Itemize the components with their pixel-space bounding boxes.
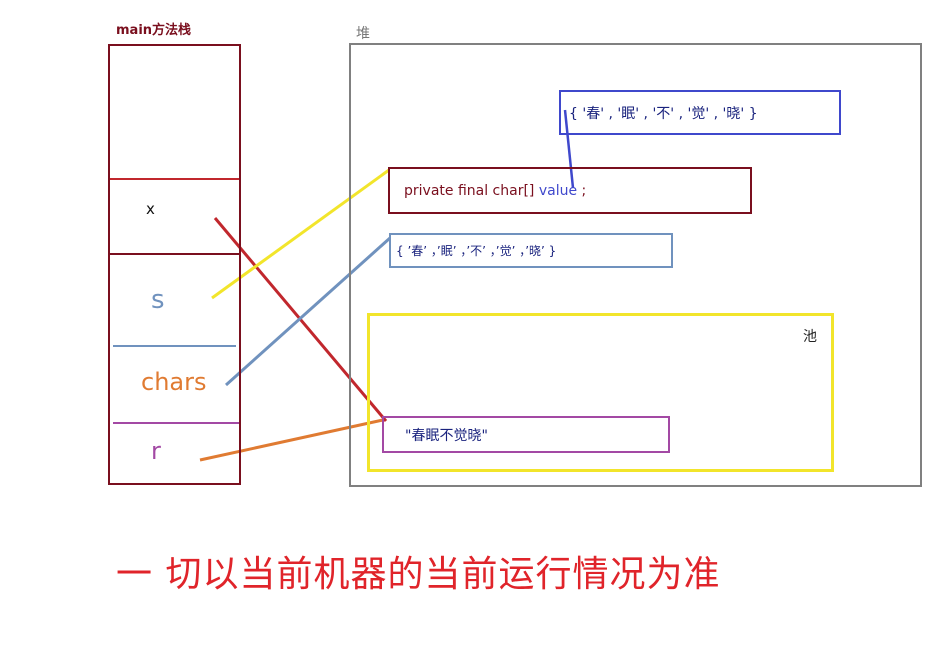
field-declaration-text: private final char[] <box>404 182 539 199</box>
stack-title: main方法栈 <box>116 23 192 38</box>
stack-var-s: s <box>151 285 165 315</box>
chars-array-text: { ’春’ ，’眠’ ，’不’ ，’觉’ ，’晓’ } <box>396 244 557 258</box>
chars-array-box: { ’春’ ，’眠’ ，’不’ ，’觉’ ，’晓’ } <box>389 233 673 268</box>
heap-title: 堆 <box>356 26 370 42</box>
value-char-array-box: { '春' , '眠' , '不' , '觉' , '晓' } <box>559 90 841 135</box>
string-literal-text: "春眠不觉晓" <box>405 427 488 444</box>
stack-var-x: x <box>146 200 155 218</box>
string-field-box: private final char[] value ; <box>388 167 752 214</box>
stack-var-chars: chars <box>141 368 207 396</box>
pool-title: 池 <box>803 329 817 345</box>
field-semicolon-text: ; <box>577 182 587 199</box>
stack-var-r: r <box>151 437 161 465</box>
value-char-array-text: { '春' , '眠' , '不' , '觉' , '晓' } <box>569 105 758 122</box>
string-literal-box: "春眠不觉晓" <box>382 416 670 453</box>
heap-area <box>349 43 922 487</box>
footer-note: 一 切以当前机器的当前运行情况为准 <box>116 554 721 595</box>
stack-dividers <box>110 178 239 424</box>
string-pool-area <box>367 313 834 472</box>
main-stack-frame <box>108 44 241 485</box>
field-name-text: value <box>538 182 578 199</box>
